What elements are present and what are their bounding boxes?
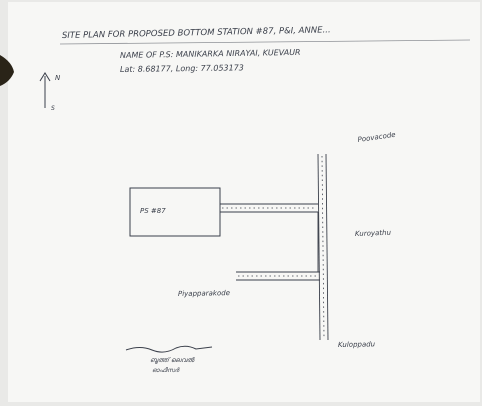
stamp-line-2: ഓഫീസർ xyxy=(152,367,180,374)
main-road xyxy=(317,153,329,341)
compass: N S xyxy=(39,72,61,112)
branch-road-lower xyxy=(236,271,320,281)
site-label: PS #87 xyxy=(140,207,166,215)
access-road-upper xyxy=(220,203,318,213)
compass-south-label: S xyxy=(51,105,55,112)
location-line: NAME OF P.S: MANIKARKA NIRAYAI, KUEVAUR xyxy=(120,48,301,60)
compass-arrow-head xyxy=(39,72,51,82)
paper xyxy=(8,2,480,402)
title-underline xyxy=(59,39,471,45)
stamp-line-1: ബൂത്ത് ലെവൽ xyxy=(150,356,196,364)
road-label-middle: Kuroyathu xyxy=(355,229,392,238)
compass-north-label: N xyxy=(55,74,61,82)
road-label-bottom: Kuloppadu xyxy=(338,340,376,349)
coordinates-line: Lat: 8.68177, Long: 77.053173 xyxy=(120,63,244,74)
dark-corner xyxy=(0,55,14,86)
signature-scribble xyxy=(125,345,213,353)
road-label-left: Piyapparakode xyxy=(178,289,230,298)
officer-signature-stamp: ബൂത്ത് ലെവൽ ഓഫീസർ xyxy=(125,345,213,374)
